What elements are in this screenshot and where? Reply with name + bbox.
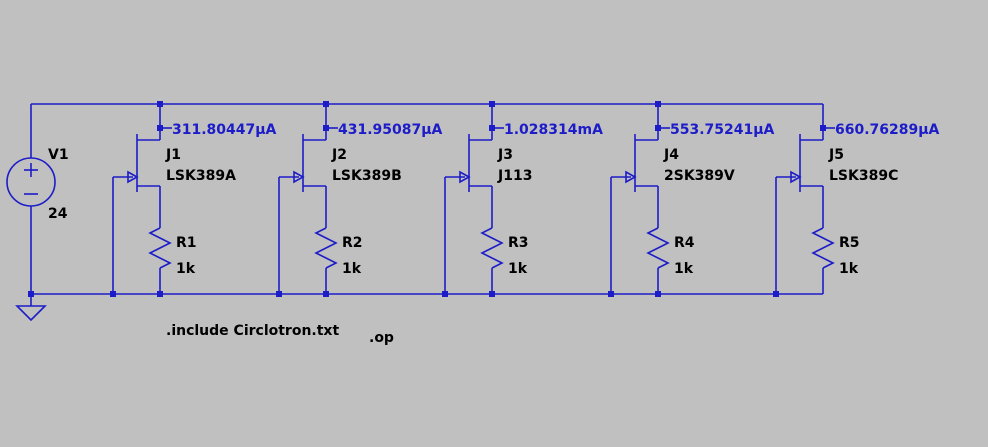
jfet-name-label-5: J5 [828, 147, 844, 163]
include-directive: .include Circlotron.txt [166, 323, 339, 339]
jfet-model-label-4: 2SK389V [664, 168, 735, 184]
resistor-value-label-3: 1k [508, 261, 528, 277]
resistor-value-label-1: 1k [176, 261, 196, 277]
drain-current-label-5: 660.76289µA [835, 122, 940, 138]
stage-4 [608, 101, 670, 297]
stage-2 [276, 101, 338, 297]
source-value-label: 24 [48, 206, 68, 222]
resistor-name-label-5: R5 [839, 235, 860, 251]
drain-current-label-3: 1.028314mA [504, 122, 603, 138]
stage-3 [442, 101, 504, 297]
jfet-model-label-2: LSK389B [332, 168, 402, 184]
drain-current-label-1: 311.80447µA [172, 122, 277, 138]
drain-current-label-2: 431.95087µA [338, 122, 443, 138]
resistor-value-label-5: 1k [839, 261, 859, 277]
jfet-name-label-4: J4 [663, 147, 679, 163]
stage-1 [110, 101, 172, 297]
resistor-value-label-2: 1k [342, 261, 362, 277]
jfet-name-label-1: J1 [165, 147, 181, 163]
stage-5 [773, 104, 835, 297]
resistor-name-label-2: R2 [342, 235, 363, 251]
op-directive: .op [369, 330, 394, 346]
jfet-name-label-3: J3 [497, 147, 513, 163]
jfet-model-label-5: LSK389C [829, 168, 898, 184]
ground-node-dot [28, 291, 34, 297]
jfet-name-label-2: J2 [331, 147, 347, 163]
resistor-value-label-4: 1k [674, 261, 694, 277]
resistor-name-label-4: R4 [674, 235, 695, 251]
drain-current-label-4: 553.75241µA [670, 122, 775, 138]
voltage-source-v1 [6, 104, 56, 294]
jfet-model-label-3: J113 [497, 168, 532, 184]
resistor-name-label-3: R3 [508, 235, 529, 251]
jfet-model-label-1: LSK389A [166, 168, 236, 184]
resistor-name-label-1: R1 [176, 235, 197, 251]
ground-symbol [15, 294, 47, 322]
source-name-label: V1 [48, 147, 69, 163]
